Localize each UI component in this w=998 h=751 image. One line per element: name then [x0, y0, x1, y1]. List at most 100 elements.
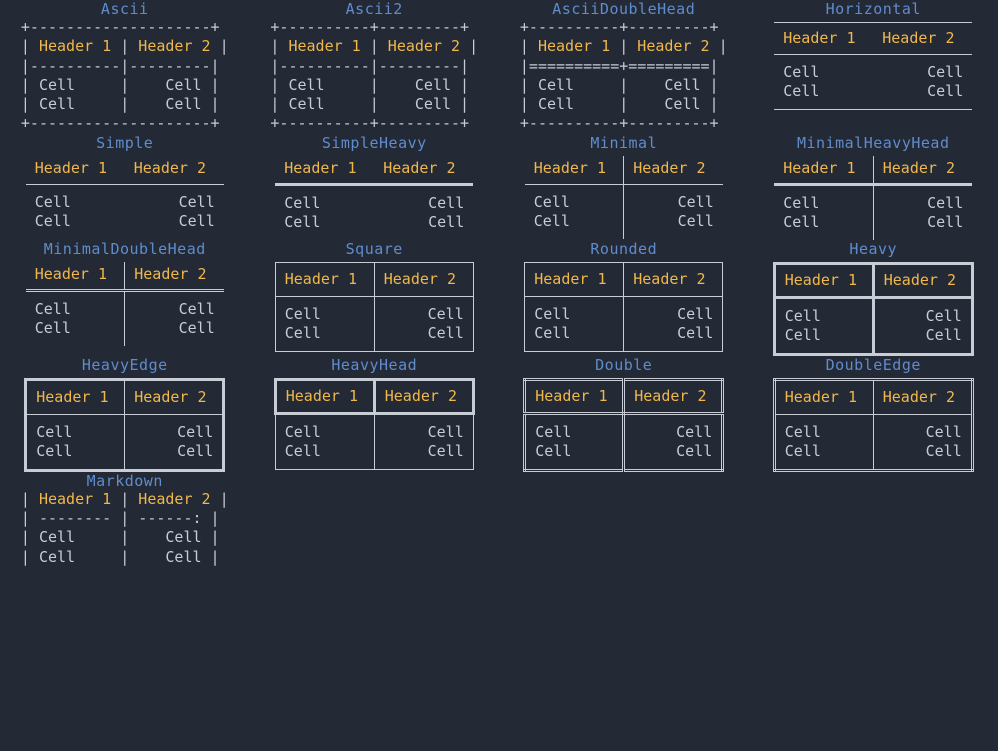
table-cell: Cell: [927, 63, 964, 81]
ascii-border: |: [451, 95, 470, 114]
table-cell: Cell: [537, 95, 611, 114]
box-style-title: Horizontal: [825, 0, 921, 18]
ascii-border: |: [201, 547, 220, 566]
box-style-title: DoubleEdge: [825, 355, 921, 374]
table-row: Cell Cell: [26, 212, 224, 239]
box-style-title: HeavyEdge: [81, 355, 168, 374]
box-style-title: Minimal: [590, 133, 658, 152]
table-cell: Cell: [427, 422, 464, 441]
column-header-1: Header 1: [38, 37, 112, 56]
column-header-1: Header 1: [774, 22, 874, 55]
table-cell: Cell: [25, 441, 126, 471]
table-cell: Cell: [925, 422, 962, 441]
column-header-1: Header 1: [774, 155, 874, 186]
box-style-title: MinimalDoubleHead: [43, 239, 206, 258]
ascii-border: |: [111, 75, 139, 94]
ascii-rule: |----------|---------|: [20, 56, 220, 75]
ascii-border: |: [270, 95, 289, 114]
ascii-border: |: [610, 95, 638, 114]
column-header-2: Header 2: [637, 37, 710, 56]
table-cell: Cell: [524, 323, 625, 352]
ascii-border: |: [270, 37, 289, 56]
table-cell: Cell: [524, 184, 625, 212]
ascii-border: |: [20, 489, 39, 508]
table-cell: Cell: [677, 192, 714, 211]
table-cell: Cell: [925, 306, 962, 325]
table-cell: Cell: [275, 323, 375, 352]
ascii-border: |: [201, 528, 220, 547]
box-style-asciidoublehead: AsciiDoubleHead+----------+---------+ | …: [499, 0, 749, 134]
table-cell: Cell: [275, 441, 375, 470]
ascii-border: |: [20, 37, 39, 56]
table-cell: Cell: [783, 63, 820, 81]
table-cell: Cell: [774, 414, 874, 442]
ascii-border: |: [519, 95, 538, 114]
ascii-rule: +----------+---------+: [519, 18, 719, 36]
table-cell: Cell: [524, 413, 626, 442]
table-cell: Cell: [288, 75, 361, 94]
table-row: Cell Cell: [524, 184, 723, 212]
column-header-2: Header 2: [138, 37, 211, 56]
column-header-1: Header 1: [524, 262, 625, 297]
table-cell: Cell: [138, 75, 202, 94]
table-cell: Cell: [637, 95, 701, 114]
box-style-title: Ascii2: [345, 0, 403, 18]
ascii-border: |: [210, 489, 229, 508]
table-cell: Cell: [38, 75, 112, 94]
ascii-border: |: [111, 95, 139, 114]
table-cell: Cell: [177, 441, 214, 460]
ascii-border: |: [111, 547, 139, 566]
column-header-2: Header 2: [623, 155, 723, 185]
table-cell: Cell: [783, 82, 820, 100]
ascii-border: |: [360, 37, 388, 56]
ascii-border: |: [201, 75, 220, 94]
table-row: Cell Cell: [774, 414, 972, 442]
table-cell: Cell: [178, 211, 215, 230]
box-style-title: Heavy: [849, 239, 898, 258]
table-cell: Cell: [38, 528, 112, 547]
table-cell: Cell: [34, 211, 71, 230]
table-cell: Cell: [138, 528, 202, 547]
column-header-2: Header 2: [374, 155, 474, 186]
table-cell: Cell: [925, 325, 962, 344]
column-header-1: Header 1: [524, 379, 626, 415]
column-header-2: Header 2: [124, 155, 224, 185]
box-style-markdown: Markdown| Header 1 | Header 2 | | ------…: [0, 472, 250, 567]
column-header-2: Header 2: [623, 262, 723, 297]
ascii-border: |: [111, 528, 139, 547]
table-cell: Cell: [427, 323, 464, 342]
table-cell: Cell: [428, 212, 465, 231]
box-style-title: Double: [595, 355, 653, 374]
box-style-title: AsciiDoubleHead: [552, 0, 696, 18]
column-header-2: Header 2: [124, 379, 224, 415]
table-cell: Cell: [275, 296, 375, 324]
table-cell: Cell: [138, 95, 202, 114]
table-cell: Cell: [537, 75, 611, 94]
table-cell: Cell: [25, 318, 126, 346]
ascii-border: |: [700, 95, 719, 114]
ascii-border: |: [20, 95, 39, 114]
